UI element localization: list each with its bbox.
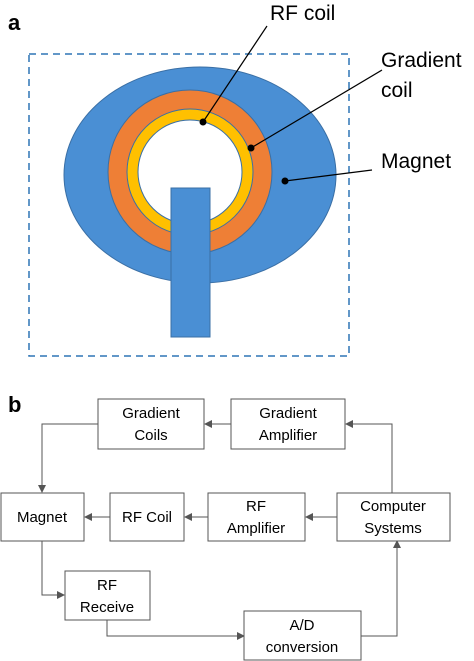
panel-label-b: b: [8, 392, 21, 417]
gradient-coils-label-line2: Coils: [134, 427, 167, 444]
magnet-label: Magnet: [381, 150, 451, 173]
magnet-box: [0, 492, 85, 542]
arrow-computer-to-gradient-amp: [345, 420, 393, 495]
gradient-amplifier-label-line1: Gradient: [259, 405, 317, 422]
computer-systems-label-line2: Systems: [364, 520, 422, 537]
computer-systems-box: [336, 492, 451, 542]
ad-conversion-label-line1: A/D: [289, 617, 314, 634]
patient-table: [170, 187, 211, 338]
arrow-gradient-coils-to-magnet: [38, 423, 98, 493]
gradient-coil-label-line2: coil: [381, 79, 413, 102]
magnet-leader: [284, 169, 373, 182]
gradient-coil-leader: [250, 69, 383, 149]
computer-systems-label-line1: Computer: [360, 498, 426, 515]
panel-label-a: a: [8, 10, 21, 35]
rf-coil-box: [109, 492, 185, 542]
ad-conversion-label-line2: conversion: [266, 639, 339, 656]
rf-receive-box: [64, 570, 151, 621]
gradient-coils-label-line1: Gradient: [122, 405, 180, 422]
magnet-dot: [281, 177, 289, 185]
arrow-magnet-to-rf-receive: [41, 541, 65, 599]
dashed-frame: [28, 53, 350, 357]
connector-lines: [38, 420, 401, 640]
gradient-coils-box: [97, 398, 205, 450]
rf-amplifier-label-line2: Amplifier: [227, 520, 285, 537]
gradient-coil-dot: [247, 144, 255, 152]
rf-amplifier-box: [207, 492, 306, 542]
rf-receive-label-line1: RF: [97, 577, 117, 594]
rf-coil-block-label: RF Coil: [122, 509, 172, 526]
gradient-amplifier-box: [230, 398, 346, 450]
rf-amplifier-label-line1: RF: [246, 498, 266, 515]
magnet-block-label: Magnet: [17, 509, 68, 526]
rf-coil-label: RF coil: [270, 2, 335, 25]
arrow-ad-to-computer: [361, 540, 401, 637]
ad-conversion-box: [243, 610, 362, 661]
gradient-coil-label-line1: Gradient: [381, 49, 462, 72]
rf-coil-leader: [202, 25, 268, 123]
rf-receive-label-line2: Receive: [80, 599, 134, 616]
rf-coil-dot: [199, 118, 207, 126]
gradient-amplifier-label-line2: Amplifier: [259, 427, 317, 444]
arrow-rf-receive-to-ad: [106, 620, 245, 640]
